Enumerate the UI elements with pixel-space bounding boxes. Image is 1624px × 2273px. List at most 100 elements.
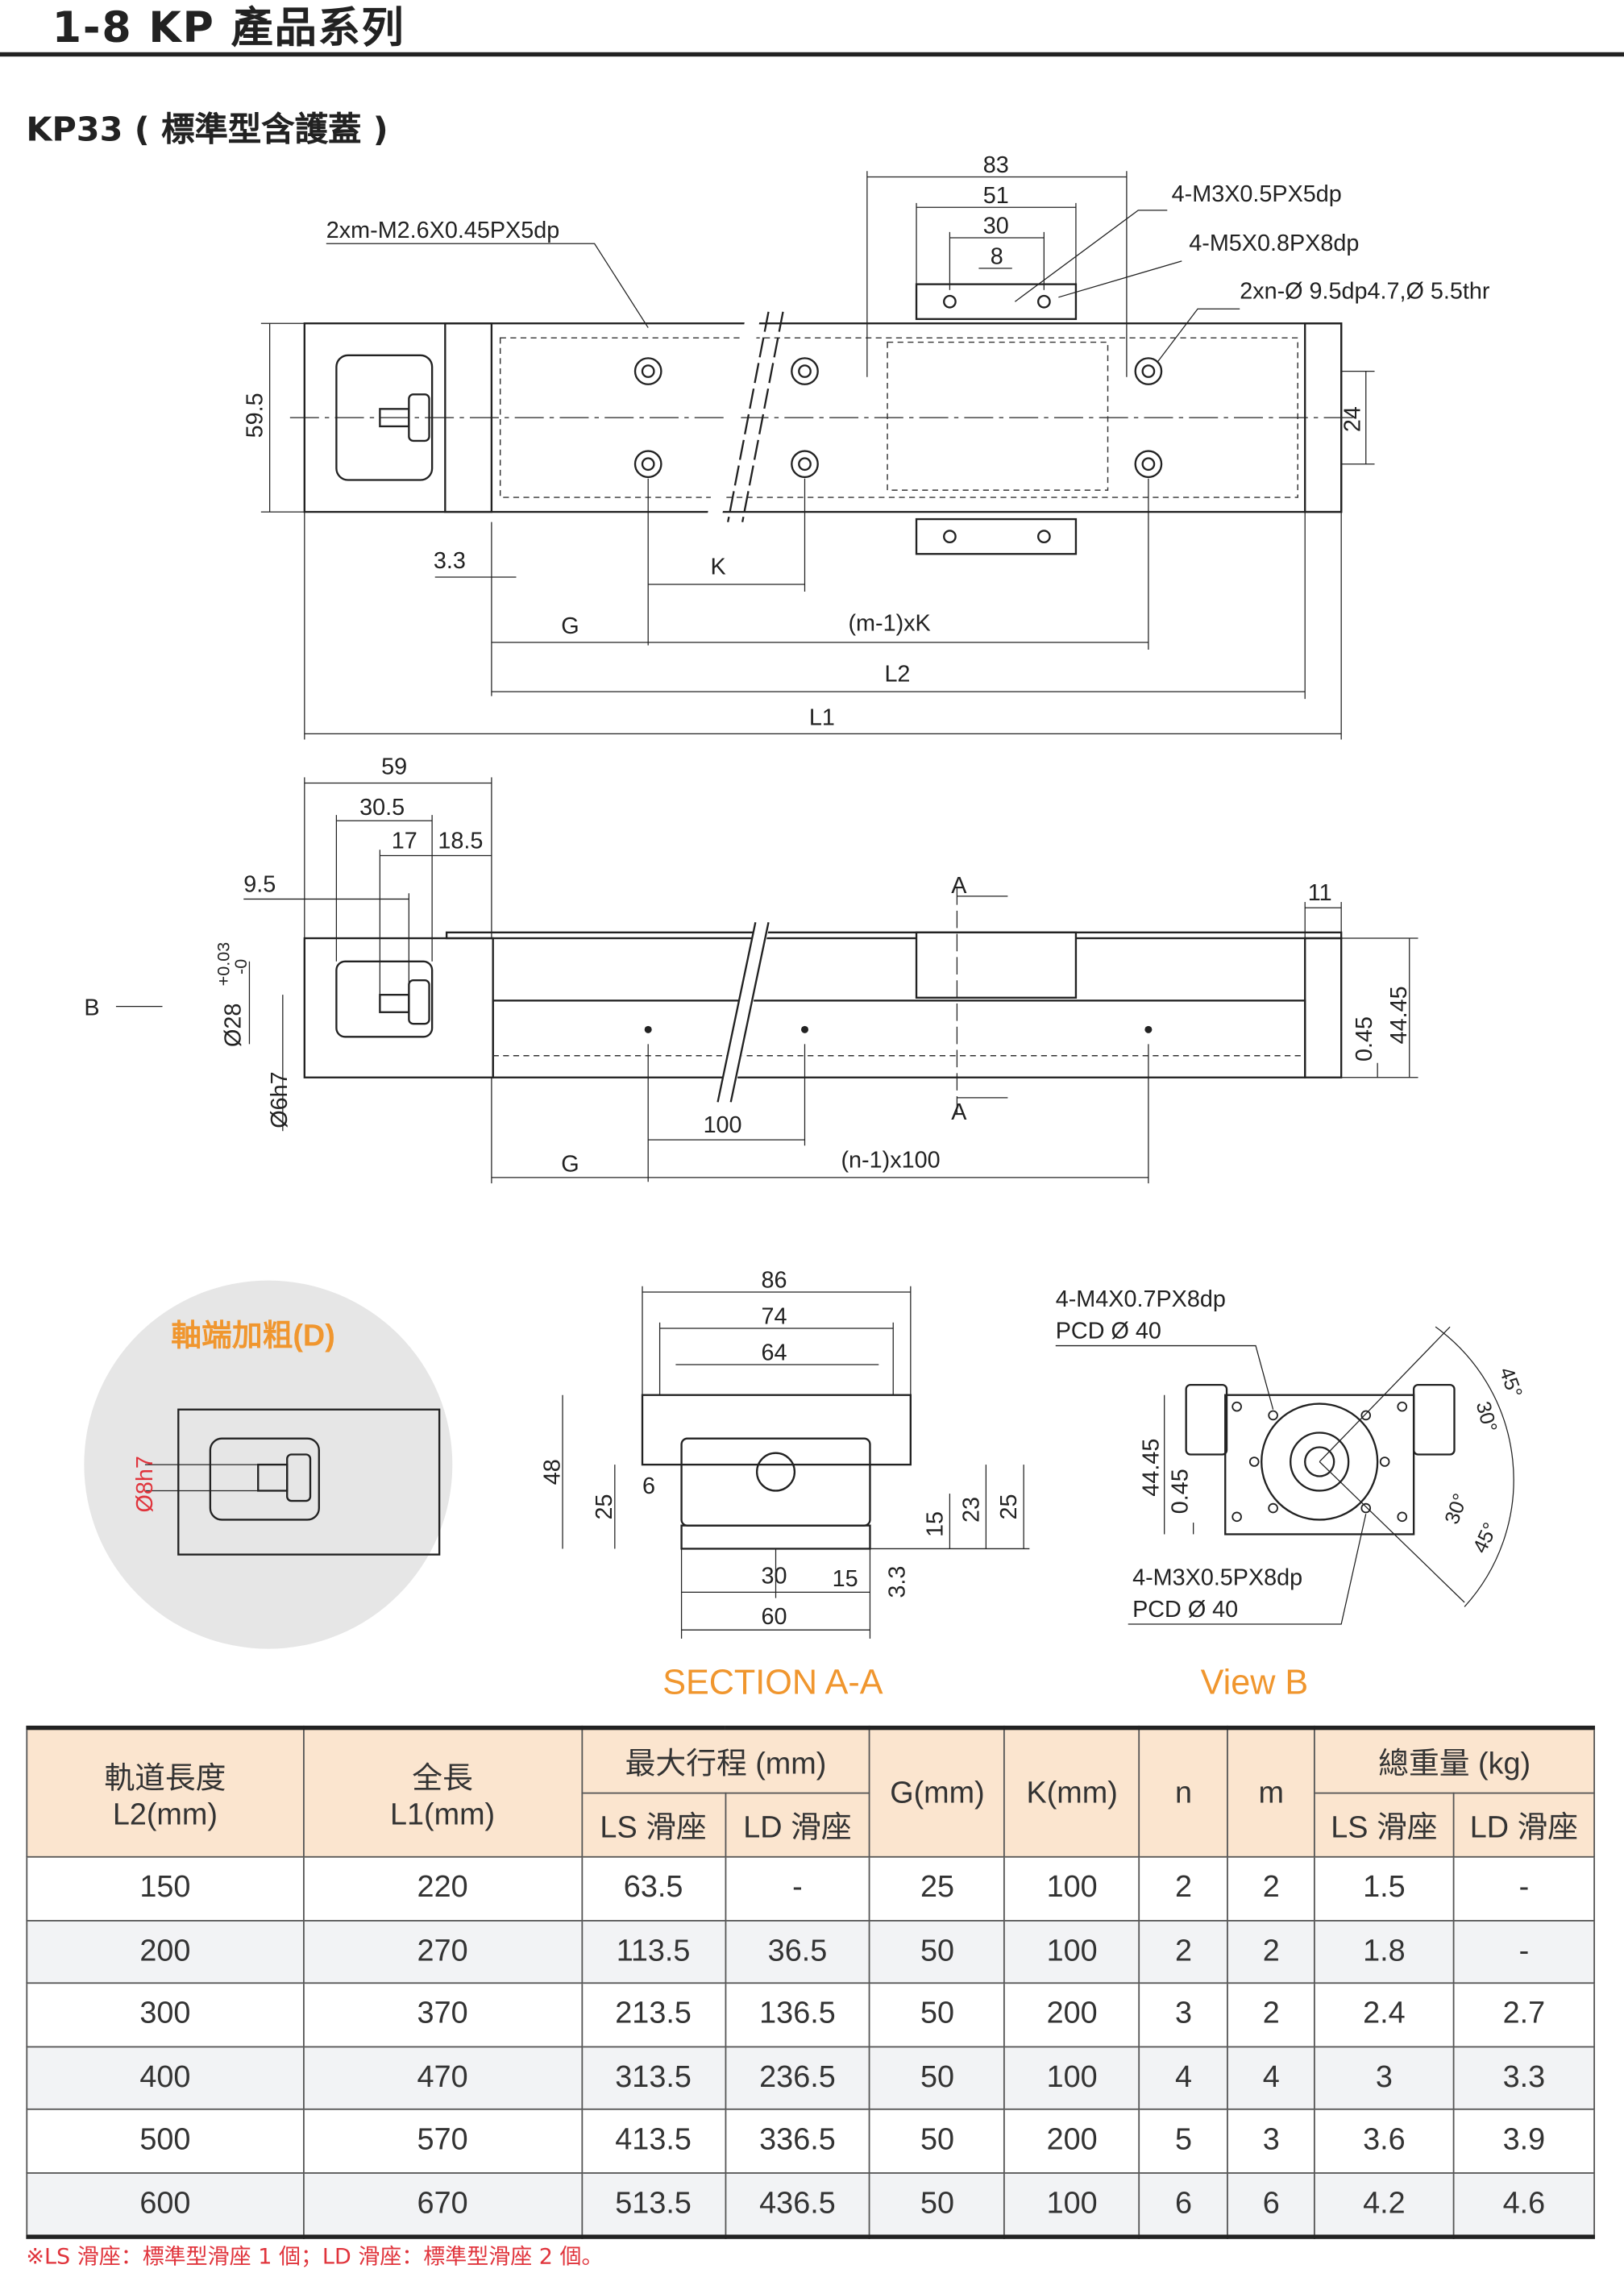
- table-cell: 670: [302, 2171, 583, 2238]
- table-cell: 2.4: [1314, 1982, 1455, 2047]
- table-cell: 200: [26, 1919, 305, 1984]
- footnote: ※LS 滑座：標準型滑座 1 個；LD 滑座：標準型滑座 2 個。: [26, 2243, 604, 2270]
- side-view: 59 30.5 17 18.5 9.5 11 Ø28 +0.03 -0 Ø6h7…: [84, 754, 1418, 1184]
- inset-title: 軸端加粗(D): [171, 1319, 335, 1353]
- table-cell: 100: [1003, 1919, 1140, 1984]
- table-cell: 470: [302, 2045, 583, 2110]
- table-cell: 3: [1227, 2108, 1316, 2173]
- callout-m4: 4-M4X0.7PX8dp: [1056, 1286, 1226, 1312]
- section-a-a: 86 74 64 48 25 6 15 23 25 30 15 3.3 60 S…: [539, 1268, 1030, 1702]
- table-cell: 236.5: [724, 2045, 871, 2110]
- dim-64: 64: [762, 1340, 787, 1366]
- table-cell: 63.5: [580, 1855, 726, 1921]
- header-n: n: [1138, 1727, 1229, 1858]
- table-cell: 4.2: [1314, 2171, 1455, 2238]
- dim-0-45: 0.45: [1352, 1016, 1377, 1062]
- table-cell: 300: [26, 1982, 305, 2047]
- table-cell: 6: [1227, 2171, 1316, 2238]
- view-b: 4-M4X0.7PX8dp PCD Ø 40 4-M3X0.5PX8dp PCD…: [1055, 1286, 1526, 1702]
- table-cell: 213.5: [580, 1982, 726, 2047]
- table-cell: -: [1452, 1919, 1596, 1984]
- table-cell: 36.5: [724, 1919, 871, 1984]
- header-k: K(mm): [1003, 1727, 1140, 1858]
- table-cell: 50: [869, 2045, 1006, 2110]
- title-divider: [0, 52, 1624, 57]
- dim-59: 59: [381, 754, 407, 780]
- top-view: 83 51 30 8 2xm-M2.6X0.45PX5dp 4-M3X0.5PX…: [243, 152, 1490, 740]
- dim-L1: L1: [809, 705, 835, 731]
- table-cell: 3.3: [1452, 2045, 1596, 2110]
- table-cell: 100: [1003, 1855, 1140, 1921]
- table-cell: 100: [1003, 2045, 1140, 2110]
- angle-30-top: 30°: [1472, 1399, 1501, 1435]
- header-g: G(mm): [869, 1727, 1006, 1858]
- table-cell: 600: [26, 2171, 305, 2238]
- table-cell: 50: [869, 1919, 1006, 1984]
- dim-9-5: 9.5: [243, 871, 276, 897]
- model-title: KP33 ( 標準型含護蓋 ): [26, 111, 388, 150]
- table-cell: 4: [1138, 2045, 1229, 2110]
- table-cell: 220: [302, 1855, 583, 1921]
- table-cell: 4: [1227, 2045, 1316, 2110]
- dim-mK: (m-1)xK: [848, 611, 930, 637]
- table-cell: 6: [1138, 2171, 1229, 2238]
- dim-K: K: [711, 554, 726, 580]
- table-cell: 370: [302, 1982, 583, 2047]
- dim-86: 86: [762, 1268, 787, 1294]
- callout-counterbore: 2xn-Ø 9.5dp4.7,Ø 5.5thr: [1240, 279, 1490, 305]
- table-cell: 200: [1003, 1982, 1140, 2047]
- table-cell: 2: [1227, 1919, 1316, 1984]
- dim-25b: 25: [996, 1494, 1022, 1519]
- shaft-inset: 軸端加粗(D) Ø8h7: [84, 1280, 453, 1649]
- page-title: 1-8 KP 產品系列: [52, 2, 405, 52]
- table-cell: 570: [302, 2108, 583, 2173]
- header-weight-ls: LS 滑座: [1314, 1792, 1455, 1858]
- dim-15b: 15: [833, 1566, 858, 1592]
- table-cell: 25: [869, 1855, 1006, 1921]
- table-cell: 2.7: [1452, 1982, 1596, 2047]
- table-cell: 1.5: [1314, 1855, 1455, 1921]
- dim-L2: L2: [884, 662, 910, 688]
- header-stroke-ls: LS 滑座: [580, 1792, 726, 1858]
- callout-m5: 4-M5X0.8PX8dp: [1189, 231, 1359, 256]
- dim-18-5: 18.5: [438, 828, 483, 854]
- callout-pcd-top: PCD Ø 40: [1056, 1319, 1161, 1344]
- dim-25: 25: [592, 1494, 617, 1519]
- dim-17: 17: [392, 828, 417, 854]
- dim-G: G: [561, 613, 579, 639]
- table-cell: 336.5: [724, 2108, 871, 2173]
- table-cell: 150: [26, 1855, 305, 1921]
- header-stroke: 最大行程 (mm): [580, 1727, 871, 1794]
- header-weight: 總重量 (kg): [1314, 1727, 1596, 1794]
- table-cell: 313.5: [580, 2045, 726, 2110]
- table-cell: 113.5: [580, 1919, 726, 1984]
- table-cell: 1.8: [1314, 1919, 1455, 1984]
- dim-83: 83: [983, 152, 1009, 178]
- dim-d28-tol-low: -0: [231, 959, 251, 974]
- table-cell: 5: [1138, 2108, 1229, 2173]
- table-cell: 513.5: [580, 2171, 726, 2238]
- angle-45-top: 45°: [1495, 1365, 1526, 1401]
- dim-30s: 30: [762, 1564, 787, 1589]
- header-m: m: [1227, 1727, 1316, 1858]
- view-b-title: View B: [1201, 1663, 1309, 1702]
- callout-rail-tap: 2xm-M2.6X0.45PX5dp: [326, 218, 559, 243]
- dim-30: 30: [983, 214, 1009, 239]
- dim-11: 11: [1308, 880, 1332, 906]
- callout-m3: 4-M3X0.5PX5dp: [1172, 181, 1342, 207]
- table-cell: 200: [1003, 2108, 1140, 2173]
- header-weight-ld: LD 滑座: [1452, 1792, 1596, 1858]
- table-cell: 100: [1003, 2171, 1140, 2238]
- dim-d28-tol-up: +0.03: [213, 942, 233, 987]
- table-cell: 3.6: [1314, 2108, 1455, 2173]
